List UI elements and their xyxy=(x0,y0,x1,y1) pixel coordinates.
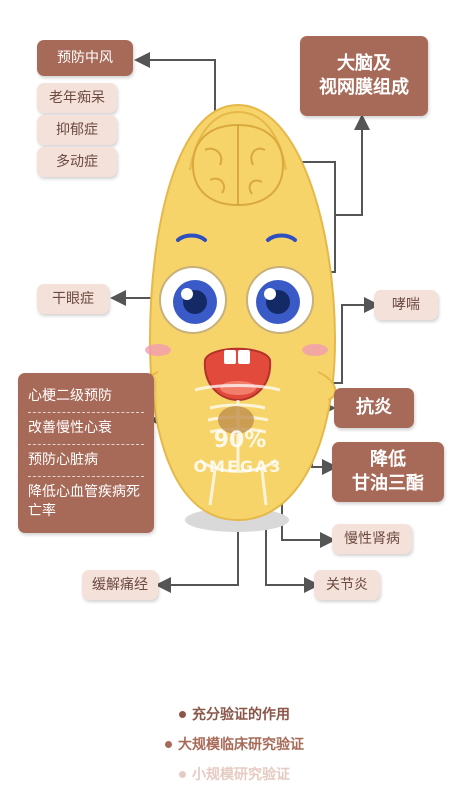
heart-organ xyxy=(218,406,254,434)
heart-item: 预防心脏病 xyxy=(28,445,144,477)
omega-text: OMEGA3 xyxy=(193,457,282,476)
line-brain xyxy=(335,114,370,216)
legend-item: 大规模临床研究验证 xyxy=(0,734,469,754)
label-stroke-prevention: 预防中风 xyxy=(37,40,133,76)
label-asthma: 哮喘 xyxy=(374,290,438,320)
label-brain-line1: 大脑及 xyxy=(337,52,391,74)
label-anti-inflammation: 抗炎 xyxy=(334,388,414,428)
legend-label: 大规模临床研究验证 xyxy=(178,737,304,753)
skeleton-overlay xyxy=(194,384,281,506)
label-brain-retina: 大脑及 视网膜组成 xyxy=(300,36,428,116)
heart-item: 降低心血管疾病死亡率 xyxy=(28,483,140,519)
percent-text: 90% xyxy=(214,428,267,453)
line-arthritis xyxy=(265,505,320,593)
label-dry-eye: 干眼症 xyxy=(37,284,109,314)
label-dementia: 老年痴呆 xyxy=(37,83,117,113)
heart-item: 心梗二级预防 xyxy=(28,381,144,413)
label-depression: 抑郁症 xyxy=(37,115,117,145)
legend-label: 充分验证的作用 xyxy=(192,707,290,723)
label-tg-line2: 甘油三酯 xyxy=(352,473,424,494)
label-tg-line1: 降低 xyxy=(370,448,406,470)
legend-dot xyxy=(165,740,172,748)
label-chronic-kidney: 慢性肾病 xyxy=(332,524,412,554)
legend-dot xyxy=(179,770,186,778)
legend-item: 充分验证的作用 xyxy=(0,704,469,724)
legend-dot xyxy=(179,710,186,718)
heart-benefits-group: 心梗二级预防 改善慢性心衰 预防心脏病 降低心血管疾病死亡率 xyxy=(18,373,154,533)
heart-item: 改善慢性心衰 xyxy=(28,413,144,445)
label-arthritis: 关节炎 xyxy=(314,570,380,600)
label-lower-triglycerides: 降低 甘油三酯 xyxy=(332,442,444,502)
brain-icon xyxy=(191,123,285,207)
label-menstrual-pain: 缓解痛经 xyxy=(82,570,158,600)
legend-item: 小规模研究验证 xyxy=(0,764,469,784)
capsule-body xyxy=(148,103,337,522)
legend-label: 小规模研究验证 xyxy=(192,767,290,783)
label-adhd: 多动症 xyxy=(37,147,117,177)
left-eye xyxy=(159,266,227,334)
label-brain-line2: 视网膜组成 xyxy=(319,77,409,98)
right-eye xyxy=(246,266,314,334)
